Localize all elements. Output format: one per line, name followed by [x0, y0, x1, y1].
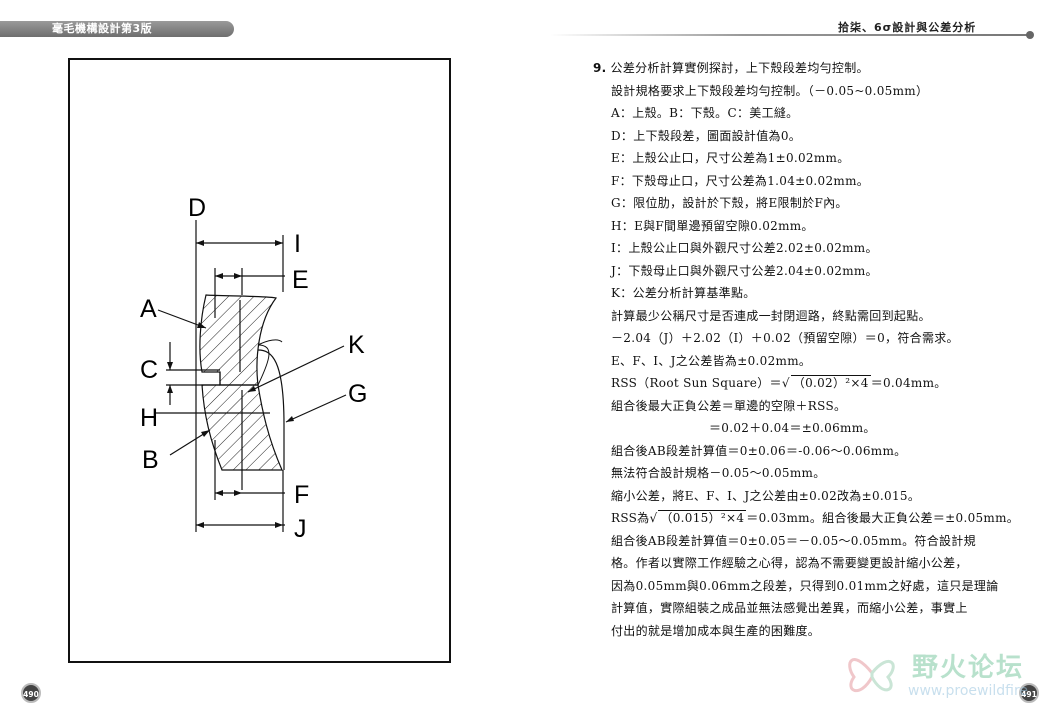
header-rule-dot — [1026, 31, 1034, 39]
text-line: 組合後AB段差計算值＝0±0.06＝-0.06～0.06mm。 — [611, 443, 907, 458]
text-line: 計算值，實際組裝之成品並無法感覺出差異，而縮小公差，事實上 — [611, 601, 968, 615]
tolerance-figure: D I E A K C G H B F J — [68, 58, 451, 663]
text-line: 無法符合設計規格－0.05～0.05mm。 — [611, 466, 826, 480]
text-line: 計算最少公稱尺寸是否連成一封閉迴路，終點需回到起點。 — [611, 308, 931, 323]
header-book-title: 毫毛機構設計第3版 — [0, 21, 234, 37]
page-number-left: 490 — [21, 683, 41, 703]
rss2-prefix: RSS為 — [611, 511, 650, 525]
header-chapter-title: 拾柒、6σ設計與公差分析 — [838, 21, 977, 34]
rss2-suffix: ＝0.03mm。組合後最大正負公差＝±0.05mm。 — [746, 511, 1020, 525]
text-line: 付出的就是增加成本與生產的困難度。 — [611, 623, 821, 638]
text-line: 設計規格要求上下殼段差均勻控制。（－0.05~0.05mm） — [611, 83, 929, 98]
item-heading-text: 公差分析計算實例探討，上下殼段差均勻控制。 — [610, 61, 869, 75]
tolerance-diagram: D I E A K C G H B F J — [140, 194, 367, 543]
text-line: 格。作者以實際工作經驗之心得，認為不需要變更設計縮小公差， — [611, 556, 968, 570]
watermark-cn-text: 野火论坛 — [912, 653, 1025, 683]
text-line: 縮小公差，將E、F、I、J之公差由±0.02改為±0.015。 — [611, 488, 921, 503]
text-line: I：上殼公止口與外觀尺寸公差2.02±0.02mm。 — [611, 241, 878, 255]
rss2-formula-line: RSS為√（0.015）²×4＝0.03mm。組合後最大正負公差＝±0.05mm… — [593, 507, 1033, 530]
label-F: F — [294, 481, 309, 509]
page-number-right: 491 — [1019, 683, 1039, 703]
label-A: A — [140, 295, 157, 323]
rss-prefix: RSS（Root Sun Square）＝ — [611, 376, 782, 390]
label-B: B — [142, 446, 159, 474]
text-line: 組合後最大正負公差＝單邊的空隙＋RSS。 — [611, 398, 847, 413]
rss-radicand: （0.02）²×4 — [790, 375, 871, 390]
upper-shell-section — [199, 294, 277, 386]
text-line: －2.04（J）＋2.02（I）＋0.02（預留空隙）＝0，符合需求。 — [611, 331, 959, 345]
label-C: C — [140, 356, 158, 384]
text-line: D：上下殼段差，圖面設計值為0。 — [611, 128, 802, 143]
rss-suffix: ＝0.04mm。 — [870, 376, 947, 390]
label-I: I — [294, 230, 301, 258]
watermark-url-text: www.proewildfire — [908, 683, 1029, 699]
label-J: J — [294, 515, 307, 543]
text-line: F：下殼母止口，尺寸公差為1.04±0.02mm。 — [611, 173, 870, 188]
text-line: H：E與F間單邊預留空隙0.02mm。 — [611, 218, 814, 233]
text-line: E：上殼公止口，尺寸公差為1±0.02mm。 — [611, 151, 850, 165]
rss-formula-line: RSS（Root Sun Square）＝√（0.02）²×4＝0.04mm。 — [593, 372, 1033, 395]
text-line: ＝0.02＋0.04＝±0.06mm。 — [709, 421, 876, 435]
text-line: J：下殼母止口與外觀尺寸公差2.04±0.02mm。 — [611, 263, 878, 278]
explanation-text: 9.公差分析計算實例探討，上下殼段差均勻控制。 設計規格要求上下殼段差均勻控制。… — [593, 57, 1033, 642]
text-line: K：公差分析計算基準點。 — [611, 286, 756, 300]
sqrt-symbol: √ — [649, 511, 658, 525]
text-line: 組合後AB段差計算值＝0±0.05＝－0.05～0.05mm。符合設計規 — [611, 533, 976, 548]
label-G: G — [348, 380, 367, 408]
text-line: G：限位肋，設計於下殼，將E限制於F內。 — [611, 196, 848, 210]
label-E: E — [292, 266, 309, 294]
header-rule — [550, 34, 1030, 36]
watermark-butterfly-icon — [848, 658, 895, 692]
item-number: 9. — [593, 61, 607, 75]
label-K: K — [348, 331, 365, 359]
text-line: 因為0.05mm與0.06mm之段差，只得到0.01mm之好處，這只是理論 — [611, 578, 999, 593]
item-heading: 9.公差分析計算實例探討，上下殼段差均勻控制。 — [593, 57, 1033, 80]
sqrt-symbol: √ — [781, 376, 790, 390]
label-D: D — [188, 194, 206, 222]
text-line: E、F、I、J之公差皆為±0.02mm。 — [611, 353, 812, 368]
rss2-radicand: （0.015）²×4 — [658, 510, 747, 525]
text-line: A：上殼。B：下殼。C：美工縫。 — [611, 106, 799, 120]
watermark: 野火论坛 www.proewildfire — [842, 643, 1042, 703]
label-H: H — [140, 404, 158, 432]
